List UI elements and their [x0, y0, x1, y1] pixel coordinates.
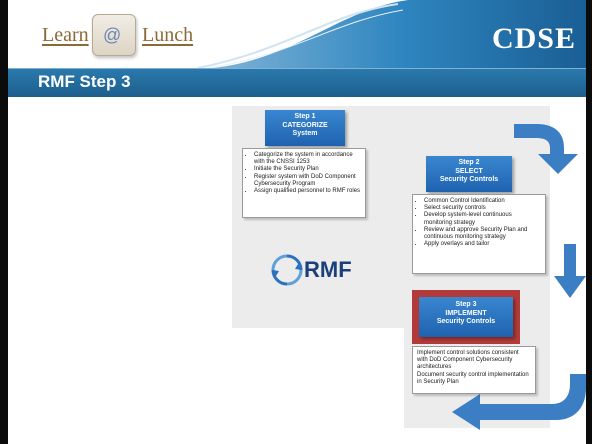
cdse-logo: CDSE [491, 22, 576, 55]
logo-lunch-text: Lunch [142, 24, 194, 46]
list-item: Categorize the system in accordance with… [254, 152, 361, 166]
rmf-logo-text: RMF [304, 257, 352, 282]
list-item: Develop system-level continuous monitori… [424, 212, 541, 226]
step1-subject: System [292, 130, 318, 137]
list-item: Initiate the Security Plan [254, 166, 361, 173]
list-item: Apply overlays and tailor [424, 241, 541, 248]
step2-tasks: Common Control Identification Select sec… [412, 194, 546, 274]
step3-box: Step 3 IMPLEMENT Security Controls [419, 297, 513, 337]
logo-at-badge: @ [92, 14, 136, 56]
list-item: Register system with DoD Component Cyber… [254, 174, 361, 188]
step2-subject: Security Controls [439, 176, 499, 183]
step1-label: Step 1 [294, 113, 316, 120]
list-item: Common Control Identification [424, 198, 541, 205]
step1-action: CATEGORIZE [282, 121, 328, 129]
slide: Learn @ Lunch CDSE RMF Step 3 Step 1 CAT… [8, 0, 586, 444]
step1-tasks: Categorize the system in accordance with… [242, 148, 366, 218]
rmf-cycle-icon [271, 254, 303, 286]
list-item: Review and approve Security Plan and con… [424, 227, 541, 241]
step3-subject: Security Controls [436, 318, 496, 325]
list-item: Implement control solutions consistent w… [417, 350, 519, 371]
step2-box: Step 2 SELECT Security Controls [426, 156, 512, 192]
rmf-logo: RMF [270, 250, 370, 290]
slide-header: Learn @ Lunch CDSE [8, 0, 586, 68]
step1-box: Step 1 CATEGORIZE System [265, 110, 345, 146]
step3-tasks: Implement control solutions consistent w… [412, 346, 536, 394]
list-item: Select security controls [424, 205, 541, 212]
step2-label: Step 2 [458, 159, 480, 166]
list-item: Assign qualified personnel to RMF roles [254, 188, 361, 195]
logo-learn-text: Learn [42, 24, 89, 46]
step2-action: SELECT [455, 167, 483, 175]
curved-arrow-right-down-icon [514, 124, 578, 174]
step3-label: Step 3 [455, 301, 477, 308]
page-title: RMF Step 3 [38, 72, 131, 91]
title-bar: RMF Step 3 [8, 68, 586, 97]
header-swoosh [197, 0, 586, 68]
curved-arrow-left-icon [452, 374, 586, 430]
list-item: Document security control implementation… [417, 371, 529, 385]
at-sign: @ [103, 25, 122, 45]
arrow-down-icon [554, 244, 586, 298]
step3-action: IMPLEMENT [445, 309, 487, 317]
